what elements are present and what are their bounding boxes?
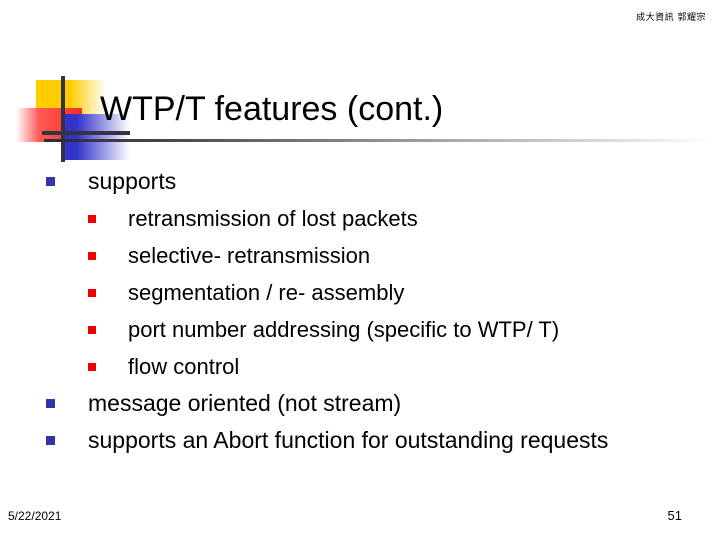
bullet-item-level1: message oriented (not stream) [42,385,702,422]
slide-header-label: 成大資訊 郭耀宗 [636,13,706,23]
bullet-marker-level1 [46,399,55,408]
slide-title: WTP/T features (cont.) [100,90,444,128]
bullet-marker-level1 [46,436,55,445]
logo-blue-square [62,114,130,160]
bullet-text: port number addressing (specific to WTP/… [128,317,560,342]
decorative-logo [16,76,130,162]
bullet-item-level2: retransmission of lost packets [86,200,702,237]
title-underline-rule [44,139,716,142]
footer-page-number: 51 [667,508,682,523]
bullet-text: message oriented (not stream) [88,390,402,416]
bullet-marker-level2 [88,252,96,260]
bullet-marker-level2 [88,289,96,297]
bullet-marker-level2 [88,215,96,223]
bullet-item-level2: port number addressing (specific to WTP/… [86,311,702,348]
bullet-sublist: retransmission of lost packets selective… [86,200,702,385]
bullet-marker-level2 [88,363,96,371]
logo-vertical-line [61,76,65,162]
bullet-item-level1: supports an Abort function for outstandi… [42,422,702,459]
bullet-text: supports [88,168,177,194]
bullet-item-level2: selective- retransmission [86,237,702,274]
logo-horizontal-line [42,131,130,135]
bullet-item-level2: segmentation / re- assembly [86,274,702,311]
bullet-text: retransmission of lost packets [128,206,418,231]
bullet-item-level2: flow control [86,348,702,385]
bullet-text: flow control [128,354,240,379]
slide-body: supports retransmission of lost packets … [42,163,702,459]
bullet-text: supports an Abort function for outstandi… [88,427,609,453]
bullet-text: selective- retransmission [128,243,371,268]
bullet-marker-level2 [88,326,96,334]
bullet-item-level1: supports [42,163,702,200]
bullet-text: segmentation / re- assembly [128,280,405,305]
footer-date: 5/22/2021 [8,509,62,523]
bullet-marker-level1 [46,177,55,186]
